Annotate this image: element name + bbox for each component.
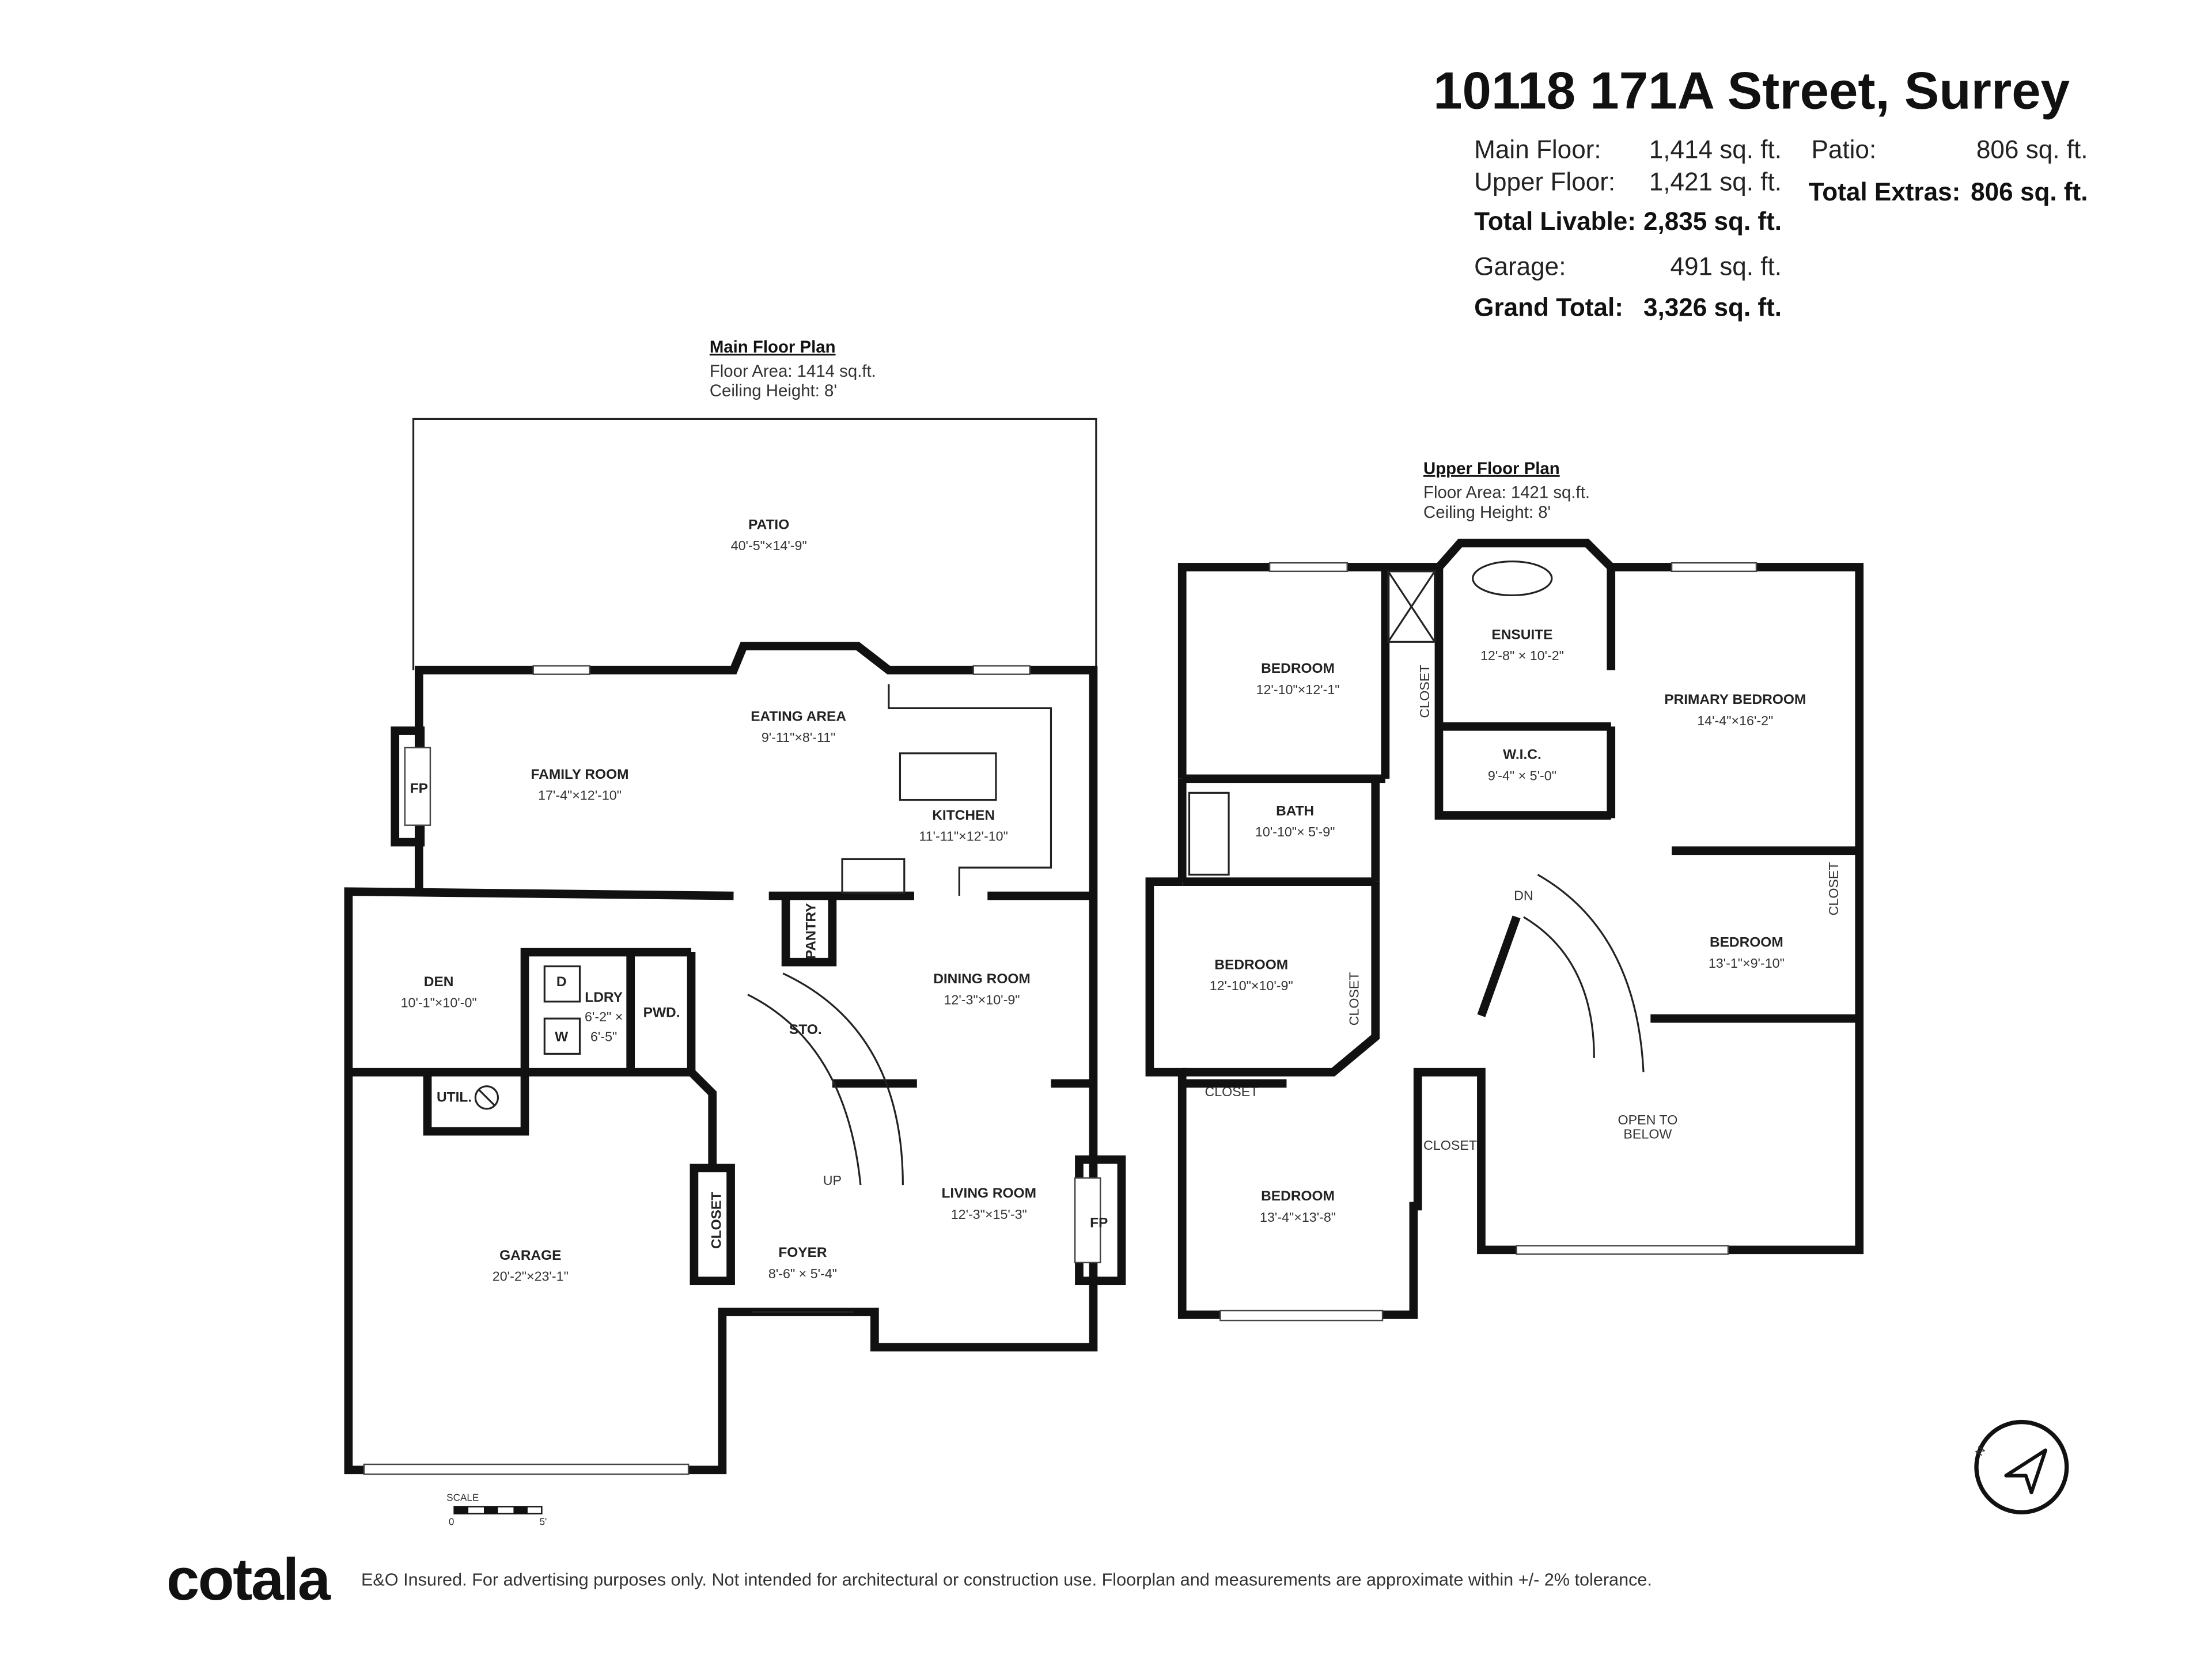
room-dimensions: 20'-2"×23'-1" <box>493 1269 569 1284</box>
main-floor-area: Floor Area: 1414 sq.ft. <box>710 362 876 381</box>
room-name: DEN <box>424 974 454 990</box>
room-name: BEDROOM <box>1214 957 1288 972</box>
room-name: FOYER <box>778 1245 827 1260</box>
room-dimensions: 11'-11"×12'-10" <box>919 829 1007 844</box>
north-arrow-icon: N <box>1973 1419 2069 1514</box>
total-livable-label: Total Livable: <box>1474 207 1636 236</box>
room-name: W.I.C. <box>1503 747 1541 763</box>
room-dimensions: 6'-5" <box>590 1029 617 1044</box>
upper-floor-area: Floor Area: 1421 sq.ft. <box>1423 483 1590 502</box>
main-floor-value: 1,414 sq. ft. <box>1649 135 1782 164</box>
room-labels: PATIO 40'-5"×14'-9" FAMILY ROOM 17'-4"×12'-… <box>401 517 1841 1283</box>
room-dimensions: 10'-10"× 5'-9" <box>1255 824 1335 839</box>
garage-label: Garage: <box>1474 253 1566 281</box>
room-name: BATH <box>1276 804 1314 819</box>
scale-bar: SCALE 0 5' <box>446 1492 547 1528</box>
patio-label: Patio: <box>1811 135 1876 164</box>
total-extras-value: 806 sq. ft. <box>1971 178 2088 206</box>
room-dimensions: 12'-10"×12'-1" <box>1256 682 1340 697</box>
upper-floor-label: Upper Floor: <box>1474 168 1615 196</box>
stairs-down-label: DN <box>1514 888 1533 903</box>
room-dimensions: 12'-10"×10'-9" <box>1210 978 1293 993</box>
room-name: FP <box>410 781 428 796</box>
header: 10118 171A Street, Surrey Main Floor: 1,… <box>1433 62 2088 322</box>
room-dimensions: 8'-6" × 5'-4" <box>768 1266 837 1281</box>
upper-floor-ceiling: Ceiling Height: 8' <box>1423 503 1551 522</box>
main-floor-label: Main Floor: <box>1474 135 1601 164</box>
main-floor-ceiling: Ceiling Height: 8' <box>710 381 837 400</box>
total-livable-value: 2,835 sq. ft. <box>1643 207 1782 236</box>
property-address: 10118 171A Street, Surrey <box>1433 62 2070 120</box>
room-name: PRIMARY BEDROOM <box>1664 692 1806 707</box>
total-extras-label: Total Extras: <box>1809 178 1961 206</box>
room-name: UTIL. <box>437 1090 472 1105</box>
room-name: PWD. <box>643 1005 680 1021</box>
room-name: D <box>556 974 567 990</box>
scale-start: 0 <box>449 1516 454 1527</box>
room-name: BEDROOM <box>1261 661 1335 676</box>
stairs-up-label: UP <box>823 1173 842 1188</box>
room-dimensions: 12'-3"×15'-3" <box>951 1207 1027 1222</box>
main-floor-heading: Main Floor Plan <box>710 338 836 357</box>
pantry-label: PANTRY <box>804 903 819 959</box>
room-name: W <box>555 1029 569 1044</box>
room-dimensions: 17'-4"×12'-10" <box>538 788 622 803</box>
scale-label: SCALE <box>446 1492 479 1503</box>
closet-label: CLOSET <box>1826 862 1841 915</box>
main-floor-walls <box>344 418 1126 1475</box>
room-name: CLOSET <box>1423 1138 1477 1153</box>
room-name: BEDROOM <box>1261 1188 1335 1204</box>
room-dimensions: 10'-1"×10'-0" <box>401 995 477 1010</box>
room-name: PATIO <box>748 517 789 532</box>
room-name: CLOSET <box>1205 1084 1258 1099</box>
disclaimer: E&O Insured. For advertising purposes on… <box>361 1570 1652 1590</box>
room-name-line2: BELOW <box>1623 1126 1672 1141</box>
room-name: BEDROOM <box>1710 934 1783 950</box>
scale-end: 5' <box>539 1516 547 1527</box>
room-dimensions: 13'-4"×13'-8" <box>1260 1210 1336 1225</box>
room-dimensions: 6'-2" × <box>585 1009 623 1024</box>
compass-north-letter: N <box>1973 1445 1988 1458</box>
room-name: KITCHEN <box>932 808 995 823</box>
closet-label: CLOSET <box>709 1192 724 1249</box>
patio-value: 806 sq. ft. <box>1976 135 2088 164</box>
room-dimensions: 9'-4" × 5'-0" <box>1488 768 1556 783</box>
upper-floor-walls <box>1145 539 1864 1321</box>
room-dimensions: 40'-5"×14'-9" <box>731 538 807 553</box>
room-name: STO. <box>789 1022 822 1037</box>
garage-value: 491 sq. ft. <box>1670 253 1782 281</box>
room-name: LIVING ROOM <box>941 1185 1036 1201</box>
room-name: ENSUITE <box>1491 627 1552 642</box>
upper-floor-heading: Upper Floor Plan <box>1423 459 1560 478</box>
room-dimensions: 13'-1"×9'-10" <box>1709 956 1785 971</box>
room-name: GARAGE <box>499 1248 561 1263</box>
closet-label: CLOSET <box>1417 664 1432 718</box>
upper-floor-value: 1,421 sq. ft. <box>1649 168 1782 196</box>
grand-total-label: Grand Total: <box>1474 294 1623 322</box>
closet-label: CLOSET <box>1346 972 1361 1025</box>
room-dimensions: 9'-11"×8'-11" <box>762 730 836 745</box>
room-name: FP <box>1090 1215 1108 1231</box>
room-name: OPEN TO <box>1618 1112 1678 1127</box>
room-name: DINING ROOM <box>933 971 1031 987</box>
room-name: LDRY <box>585 990 623 1005</box>
room-name: FAMILY ROOM <box>531 767 629 782</box>
room-dimensions: 12'-3"×10'-9" <box>944 993 1020 1007</box>
room-dimensions: 14'-4"×16'-2" <box>1697 713 1773 728</box>
grand-total-value: 3,326 sq. ft. <box>1643 294 1782 322</box>
room-name: EATING AREA <box>751 709 846 724</box>
room-dimensions: 12'-8" × 10'-2" <box>1480 648 1564 663</box>
cotala-logo: cotala <box>166 1546 331 1612</box>
